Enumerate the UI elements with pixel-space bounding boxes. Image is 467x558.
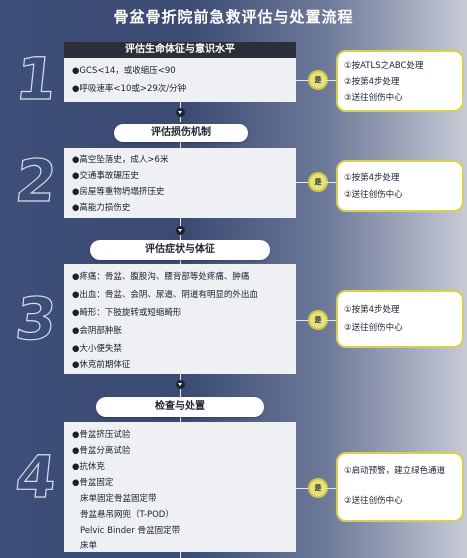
yes-connector-line: [326, 182, 336, 183]
criteria-item: ●出血：骨盆、会阴、尿道、阴道有明显的外出血: [72, 290, 258, 300]
yes-connector-line: [326, 80, 336, 81]
step-3-outcome-box: ①按第4步处理 ②送往创伤中心: [336, 290, 464, 348]
step-4-criteria-box: ●骨盆挤压试验 ●骨盆分离试验 ●抗休克 ●骨盆固定 床单固定骨盆固定带 骨盆悬…: [64, 422, 296, 552]
down-arrow-icon: [176, 380, 185, 389]
outcome-item: ①按第4步处理: [344, 305, 400, 315]
step-2-header: 评估损伤机制: [114, 124, 248, 142]
yes-connector-line: [296, 488, 310, 489]
outcome-item: ①启动预警，建立绿色通道: [344, 466, 446, 476]
criteria-item: ●骨盆挤压试验: [72, 430, 131, 440]
yes-badge: 是: [308, 172, 328, 192]
outcome-item: ②按第4步处理: [344, 77, 400, 87]
criteria-item: ●高空坠落史，成人>6米: [72, 155, 169, 165]
yes-connector-line: [296, 80, 310, 81]
page-title: 骨盆骨折院前急救评估与处置流程: [113, 8, 354, 26]
yes-connector-line: [296, 320, 310, 321]
step-number-4: 4: [12, 442, 61, 511]
fixation-option: 床单固定骨盆固定带: [80, 494, 157, 504]
yes-connector-line: [326, 320, 336, 321]
step-2-criteria-box: ●高空坠落史，成人>6米 ●交通事故碾压史 ●房屋等重物坍塌挤压史 ●高能力损伤…: [64, 148, 296, 218]
yes-badge: 是: [308, 70, 328, 90]
criteria-item: ●高能力损伤史: [72, 203, 131, 213]
criteria-item: ●骨盆固定: [72, 478, 114, 488]
step-number-1: 1: [12, 44, 61, 113]
step-4-outcome-box: ①启动预警，建立绿色通道 ②送往创伤中心: [336, 452, 464, 522]
fixation-option: 骨盆悬吊网兜（T-POD）: [80, 510, 174, 520]
criteria-item: ●大小便失禁: [72, 344, 122, 354]
outcome-item: ②送往创伤中心: [344, 496, 403, 506]
yes-badge: 是: [308, 310, 328, 330]
criteria-item: ●抗休克: [72, 462, 105, 472]
criteria-item: ●休克前期体征: [72, 360, 131, 370]
step-number-2: 2: [12, 146, 61, 215]
step-number-3: 3: [12, 284, 61, 353]
outcome-item: ①按第4步处理: [344, 173, 400, 183]
outcome-item: ③送往创伤中心: [344, 93, 403, 103]
step-1-criteria-box: ●GCS<14，或收缩压<90 ●呼吸速率<10或>29次/分钟: [64, 58, 296, 102]
criteria-item: ●GCS<14，或收缩压<90: [72, 66, 176, 76]
outcome-item: ②送往创伤中心: [344, 323, 403, 333]
criteria-item: ●呼吸速率<10或>29次/分钟: [72, 84, 187, 94]
step-3-header: 评估症状与体征: [90, 240, 270, 260]
criteria-item: ●疼痛：骨盆、腹股沟、腰背部等处疼痛、肿痛: [72, 272, 250, 282]
fixation-option: 床单: [80, 541, 98, 551]
yes-connector-line: [296, 182, 310, 183]
step-3-criteria-box: ●疼痛：骨盆、腹股沟、腰背部等处疼痛、肿痛 ●出血：骨盆、会阴、尿道、阴道有明显…: [64, 264, 296, 374]
outcome-item: ①按ATLS之ABC处理: [344, 61, 424, 71]
yes-badge: 是: [308, 478, 328, 498]
step-2-outcome-box: ①按第4步处理 ②送往创伤中心: [336, 160, 464, 212]
step-1-outcome-box: ①按ATLS之ABC处理 ②按第4步处理 ③送往创伤中心: [336, 50, 464, 112]
outcome-item: ②送往创伤中心: [344, 190, 403, 200]
down-arrow-icon: [176, 226, 185, 235]
down-arrow-icon: [176, 108, 185, 117]
criteria-item: ●骨盆分离试验: [72, 446, 131, 456]
fixation-option: Pelvic Binder 骨盆固定带: [80, 526, 181, 536]
criteria-item: ●房屋等重物坍塌挤压史: [72, 187, 165, 197]
criteria-item: ●畸形：下肢旋转或短缩畸形: [72, 308, 182, 318]
criteria-item: ●会阴部肿胀: [72, 326, 122, 336]
step-1-header: 评估生命体征与意识水平: [64, 42, 296, 58]
yes-connector-line: [326, 488, 336, 489]
step-4-header: 检查与处置: [96, 397, 264, 417]
criteria-item: ●交通事故碾压史: [72, 171, 139, 181]
